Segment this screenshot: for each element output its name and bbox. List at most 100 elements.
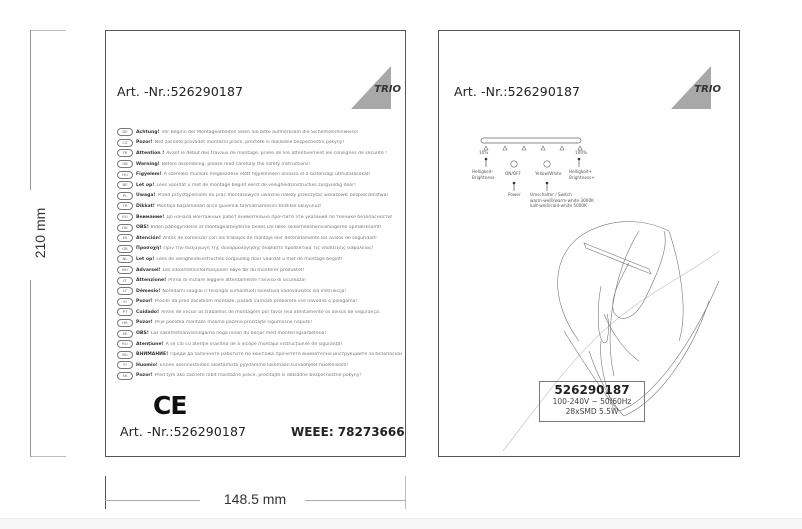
language-badge: SK (117, 371, 133, 380)
brightness-minus-de: Helligkeit- (472, 169, 494, 174)
switch-line: kalt-weiß/cold-white 5000K (530, 203, 587, 208)
height-label: 210 mm (32, 207, 48, 259)
warning-text: Prosim da pred začetkom montaže, pazadi … (154, 299, 358, 305)
warning-text: Prije početka montaže molimo pazeno proč… (154, 320, 313, 326)
warning-title: Attention ! (136, 150, 165, 156)
language-badge: ES (117, 234, 133, 243)
height-dimension: 210 mm (30, 30, 66, 457)
language-badge: PL (117, 191, 133, 200)
brightness-plus-de: Helligkeit+ (569, 169, 593, 174)
warning-text: Inden påbegyndelse af montagearbejderne … (150, 225, 382, 231)
spec-leds: 28xSMD 5.5W (565, 407, 619, 416)
language-badge: HR (117, 318, 133, 327)
warning-title: Let op! (136, 182, 155, 188)
switch-label: Umschalter / Switch warm-weiß/warm-white… (530, 192, 594, 209)
warning-title: Dikkat! (136, 203, 155, 209)
logo-triangle-icon (671, 66, 711, 109)
language-badge: NO (117, 266, 133, 275)
warning-text: До начала монтажных работ внимательно пр… (166, 214, 393, 220)
brightness-minus-label: Helligkeit- Brightness- (472, 169, 496, 180)
warning-title: Figyelem! (136, 172, 162, 178)
warning-text: Pred tým ako začnete robiť montážne prác… (154, 373, 362, 379)
warning-title: Pozor! (136, 299, 153, 305)
warning-text: Vor Beginn der Montagearbeiten lesen Sie… (161, 129, 359, 135)
warning-title: ВНИМАНИЕ! (136, 352, 169, 358)
power-label: Power (508, 192, 521, 197)
language-badge: SI (117, 297, 133, 306)
warning-text: Antes de comenzar con los trabajos de mo… (162, 235, 377, 241)
language-badge: BE (117, 181, 133, 190)
language-badge: HU (117, 170, 133, 179)
brightness-minus-en: Brightness- (472, 174, 496, 180)
warning-title: Warning! (136, 161, 160, 167)
warning-text: Prima di iniziare leggere attentamente l… (168, 278, 307, 284)
language-badge: GB (117, 160, 133, 169)
right-page: Art. -Nr.:526290187 TRIO (438, 30, 740, 457)
switch-line: Umschalter / Switch (530, 192, 572, 197)
warning-title: Advarsel! (136, 267, 161, 273)
warning-title: Pozor! (136, 320, 153, 326)
logo-triangle-icon (351, 66, 391, 109)
warning-title: Huomio! (136, 362, 158, 368)
control-panel-diagram-icon (480, 137, 720, 452)
weee-number: WEEE: 78273666 (291, 425, 405, 439)
language-badge: GR (117, 244, 133, 253)
warning-text: Antes de iniciar os trabalhos de montage… (161, 309, 381, 315)
width-dimension-line-icon (105, 476, 406, 509)
warning-text: Before assembling, please read carefully… (161, 161, 311, 167)
warning-title: Atenţiune! (136, 341, 164, 347)
warning-title: Προσοχή! (136, 246, 162, 252)
width-label: 148.5 mm (223, 491, 287, 507)
warning-text: Norėdami saugiai ir teisingai sumontuoti… (162, 288, 347, 294)
warning-text: Πριν την διεξαγωγή της συναρμολόγησης δι… (163, 246, 374, 252)
switch-line: warm-weiß/warm-white 3000K (530, 197, 594, 203)
warning-text: Lees voordat u met de montage begint eer… (156, 182, 356, 188)
spec-article-number: 526290187 (554, 383, 630, 397)
warning-text: A se citi cu atenţie înaintea de a incep… (165, 341, 343, 347)
article-number-top: Art. -Nr.:526290187 (454, 84, 581, 99)
language-badge: LT (117, 287, 133, 296)
language-badge: TR (117, 202, 133, 211)
warning-text: A szerelési munkák megkezdése előtt figy… (163, 172, 371, 178)
warning-text: Než začnete provádět montážní práce, pře… (154, 140, 345, 146)
min-brightness-label: 10% (479, 150, 489, 155)
yellow-white-label: Yellow/White (535, 171, 562, 176)
warning-text: Преди да започнете работите по монтажа п… (170, 352, 402, 358)
warning-title: Attenzione! (136, 278, 167, 284)
language-badge: BG (117, 350, 133, 359)
language-badge: CZ (117, 138, 133, 147)
logo-text: TRIO (694, 84, 721, 95)
language-badge: SE (117, 329, 133, 338)
language-badge: DK (117, 223, 133, 232)
warning-text: Les sikkerhetsinformasjonen nøye før du … (162, 267, 305, 273)
warning-title: Dėmesio! (136, 288, 161, 294)
language-badge: FR (117, 149, 133, 158)
bottom-edge (0, 518, 802, 529)
spec-voltage: 100-240V ~ 50/60Hz (552, 397, 632, 406)
language-badge: DE (117, 128, 133, 137)
brightness-plus-en: Brightness+ (569, 174, 595, 180)
article-number-bottom: Art. -Nr.:526290187 (120, 424, 247, 439)
language-badge: RO (117, 340, 133, 349)
